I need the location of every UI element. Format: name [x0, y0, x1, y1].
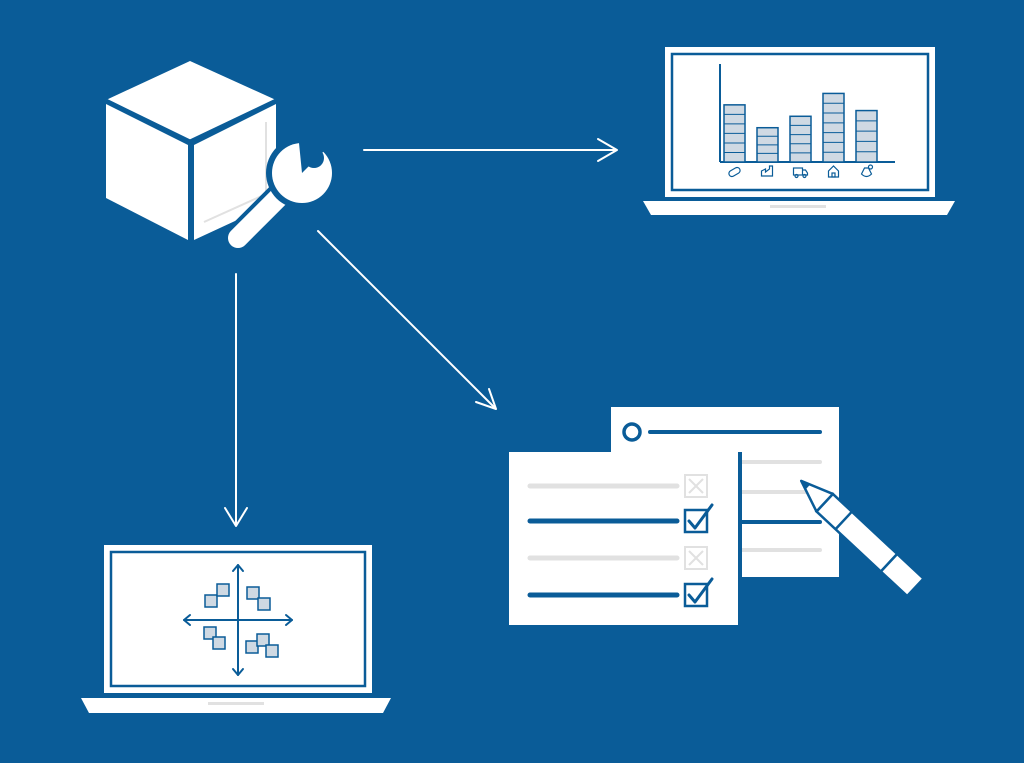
quadrant-squares — [203, 583, 279, 658]
bar-1 — [723, 104, 746, 163]
checkbox-checked-icon — [683, 503, 714, 534]
laptop-quadrant-scatter-icon — [81, 545, 391, 713]
cube-with-wrench-icon — [105, 61, 338, 252]
checklist-item-1 — [527, 474, 708, 498]
checklist-item-2 — [527, 503, 714, 534]
radio-icon — [622, 422, 642, 442]
bar-4 — [822, 92, 845, 163]
wrench-icon — [224, 133, 338, 252]
factory-icon — [760, 165, 774, 177]
laptop-touchpad — [770, 205, 826, 208]
pill-icon — [728, 166, 741, 178]
bar-3 — [789, 115, 812, 163]
checkbox-checked-icon — [683, 577, 714, 608]
checkbox-crossed-icon — [684, 546, 708, 570]
arrow-to-matrix — [224, 273, 248, 527]
checklist-item-3 — [527, 546, 708, 570]
bar-5 — [855, 109, 878, 163]
money-bag-icon — [860, 164, 874, 178]
quadrant-axes — [183, 564, 293, 676]
cube-icon — [105, 61, 277, 240]
checkbox-crossed-icon — [684, 474, 708, 498]
truck-icon — [792, 167, 809, 179]
arrow-to-dashboard — [363, 138, 618, 162]
laptop-base — [81, 698, 391, 713]
pencil-icon — [800, 479, 926, 598]
front-form — [509, 452, 738, 625]
house-icon — [827, 165, 840, 178]
checklist-item-4 — [527, 577, 714, 608]
bar-chart — [719, 64, 895, 179]
bar-2 — [756, 126, 779, 163]
arrow-to-survey — [317, 230, 497, 410]
laptop-bar-chart-icon — [643, 47, 955, 215]
checklist-forms-with-pencil-icon — [509, 407, 926, 625]
laptop-touchpad — [208, 702, 264, 705]
